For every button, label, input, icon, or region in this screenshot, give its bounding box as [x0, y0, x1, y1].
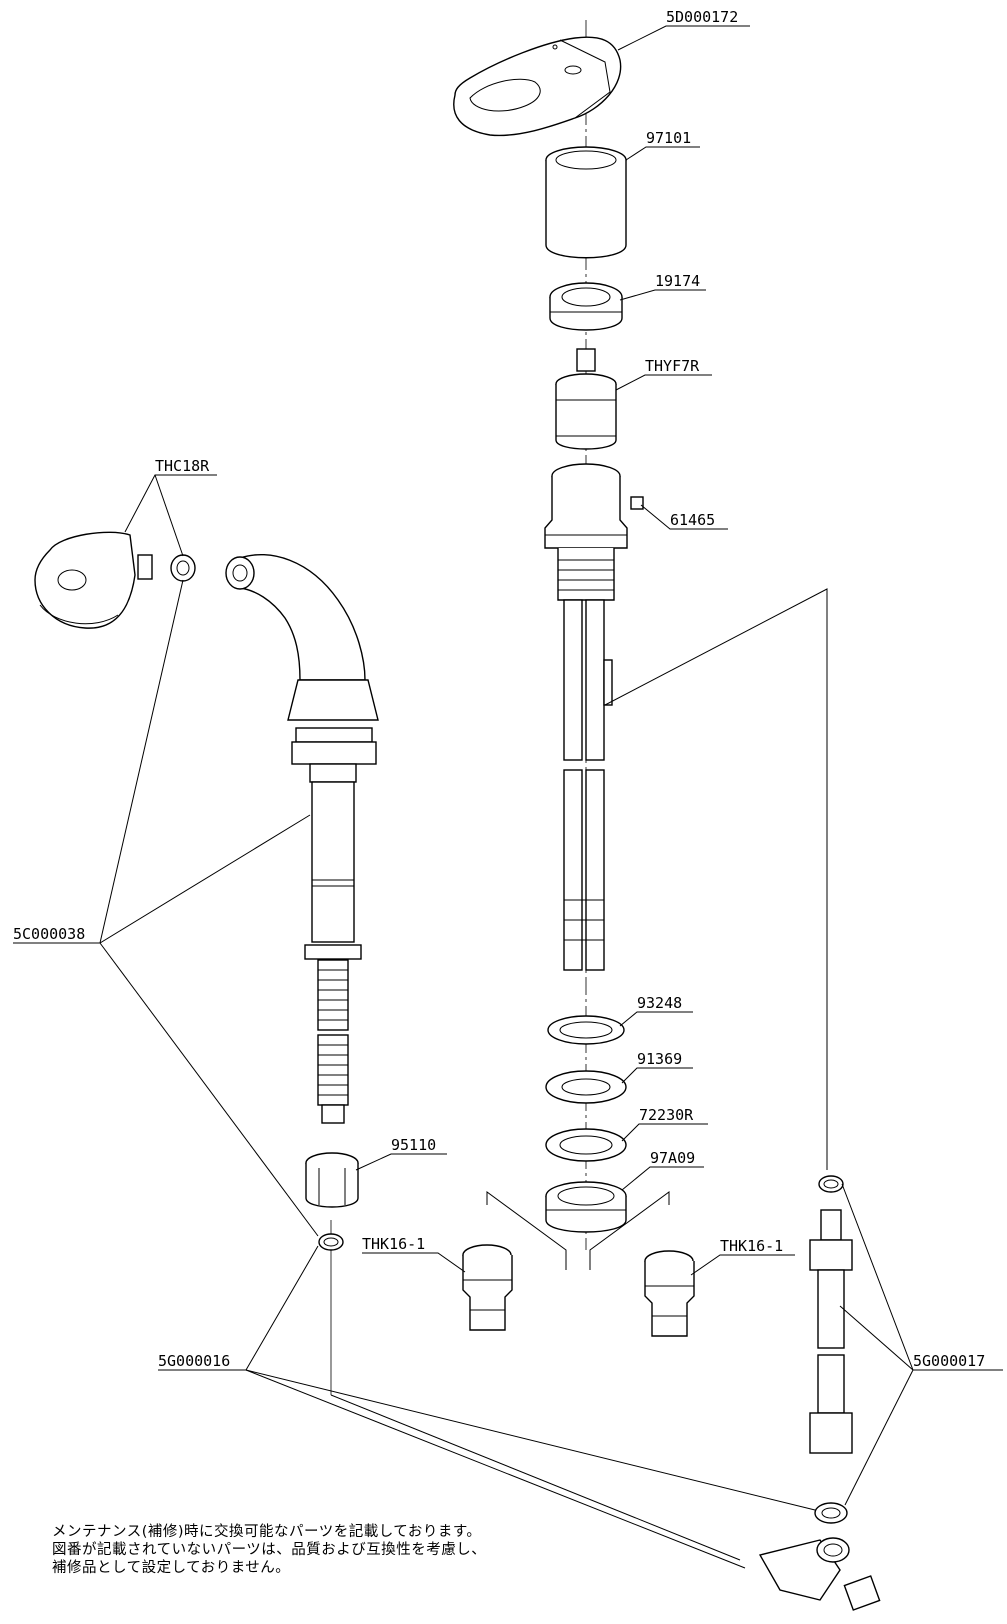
connection-line-right-long: [604, 588, 828, 1170]
label-cover: 97101: [646, 129, 691, 147]
label-washer-3: 72230R: [639, 1106, 694, 1124]
label-shower-head: THC18R: [155, 457, 210, 475]
washers-part: [545, 1015, 627, 1162]
note-line-1: メンテナンス(補修)時に交換可能なパーツを記載しております。: [52, 1524, 482, 1540]
label-nut: 19174: [655, 272, 700, 290]
label-hose-nut: 95110: [391, 1136, 436, 1154]
valve-right-part: [644, 1250, 695, 1337]
connection-line-right: [589, 1191, 670, 1270]
connector-part: [809, 1175, 853, 1524]
label-valve-right: THK16-1: [720, 1237, 783, 1255]
cover-part: [545, 146, 627, 259]
packing-ring-left: [318, 1233, 344, 1251]
leader-lines: [13, 25, 1003, 1569]
label-mount-nut: 97A09: [650, 1149, 695, 1167]
cartridge-part: [555, 348, 617, 450]
label-washer-2: 91369: [637, 1050, 682, 1068]
valve-body-part: [544, 463, 644, 971]
label-valve-left: THK16-1: [362, 1235, 425, 1253]
connection-line-left: [486, 1191, 567, 1270]
note-line-2: 図番が記載されていないパーツは、品質および互換性を考慮し、: [52, 1542, 487, 1558]
label-lever-handle: 5D000172: [666, 8, 738, 26]
mount-nut-part: [545, 1181, 627, 1233]
maintenance-note: メンテナンス(補修)時に交換可能なパーツを記載しております。 図番が記載されてい…: [52, 1523, 672, 1577]
label-cartridge: THYF7R: [645, 357, 700, 375]
label-washer-1: 93248: [637, 994, 682, 1012]
valve-left-part: [462, 1244, 513, 1331]
label-connector: 5G000017: [913, 1352, 985, 1370]
shower-spout-part: [225, 554, 379, 1124]
label-screw: 61465: [670, 511, 715, 529]
note-line-3: 補修品として設定しておりません。: [52, 1560, 291, 1576]
label-shower-hose: 5C000038: [13, 925, 85, 943]
lever-handle-part: [453, 36, 622, 137]
bottom-fitting-part: [758, 1537, 881, 1611]
shower-head-part: [34, 531, 196, 629]
part-labels: 5D000172 97101 19174 THYF7R 61465 THC18R…: [13, 8, 985, 1370]
nut-part: [549, 282, 623, 331]
hose-nut-part: [305, 1152, 359, 1208]
label-packing: 5G000016: [158, 1352, 230, 1370]
